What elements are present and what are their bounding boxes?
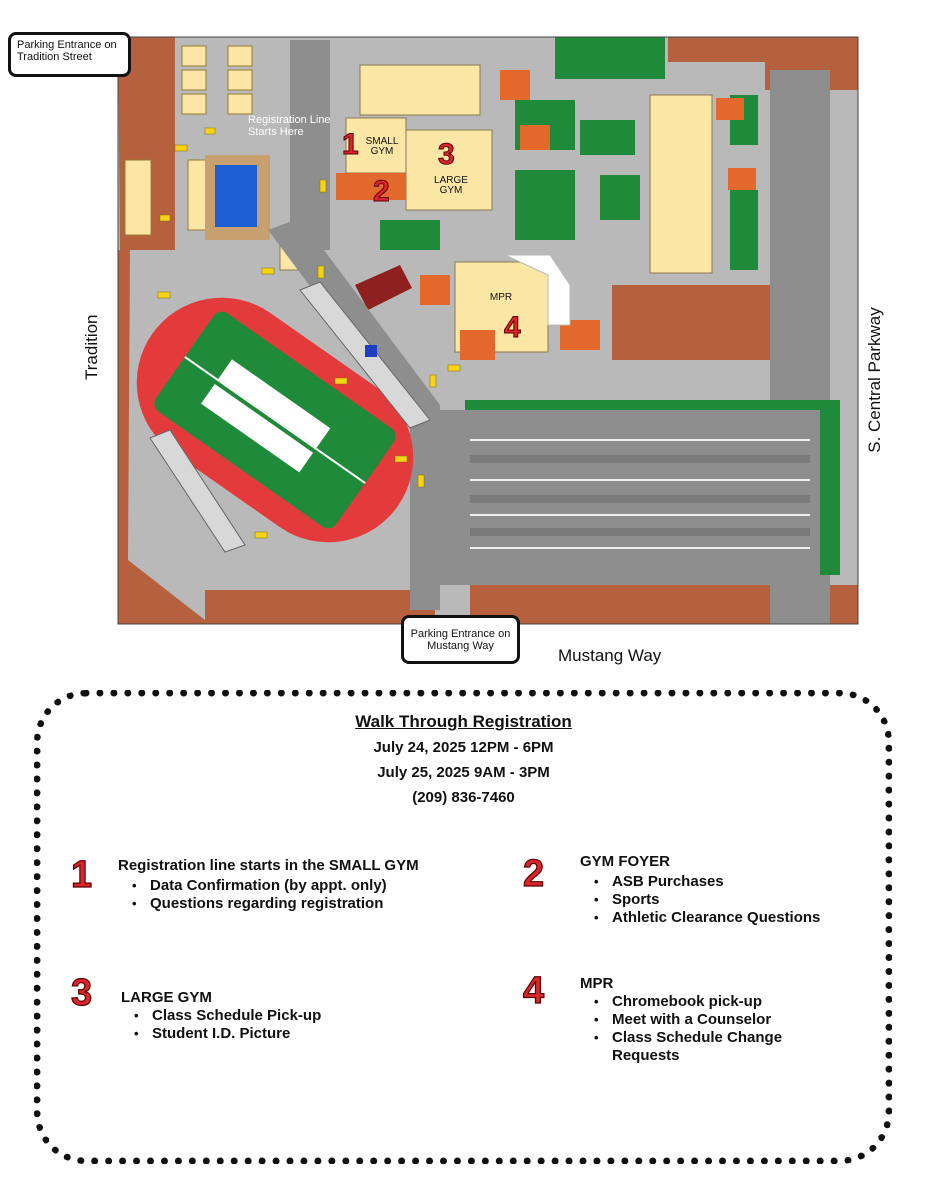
- track-and-field: [136, 297, 414, 543]
- station-4-item: Chromebook pick-up: [594, 993, 814, 1011]
- station-2-number: 2: [522, 852, 545, 895]
- station-3-title: LARGE GYM: [121, 989, 212, 1006]
- station-4-item: Meet with a Counselor: [594, 1011, 814, 1029]
- parking-lot: [440, 410, 820, 585]
- pavement-west: [290, 40, 330, 250]
- direction-arrows: [157, 127, 461, 539]
- street-label-central-parkway: S. Central Parkway: [865, 307, 884, 453]
- scoreboard: [365, 345, 377, 357]
- small-gym-label: SMALL GYM: [365, 136, 399, 157]
- map-marker-1: 1: [342, 128, 360, 162]
- station-3-list: Class Schedule Pick-up Student I.D. Pict…: [134, 1007, 321, 1043]
- registration-info-panel: [34, 690, 892, 1164]
- portables: [124, 45, 253, 236]
- station-2-title: GYM FOYER: [580, 853, 671, 870]
- courtyard: [504, 254, 571, 326]
- station-2-list: ASB Purchases Sports Athletic Clearance …: [594, 873, 820, 927]
- station-2-item: ASB Purchases: [594, 873, 820, 891]
- brown-field-south: [205, 590, 435, 624]
- map-marker-3: 3: [438, 138, 456, 172]
- street-label-tradition: Tradition: [82, 314, 101, 380]
- station-1-item: Questions regarding registration: [132, 895, 387, 913]
- station-4-title: MPR: [580, 975, 614, 992]
- covered-walkway: [355, 265, 412, 310]
- station-1-title: Registration line starts in the SMALL GY…: [118, 857, 419, 874]
- mpr-label: MPR: [489, 292, 513, 303]
- buildings: [279, 64, 713, 353]
- pool: [215, 165, 257, 227]
- info-date-2: July 25, 2025 9AM - 3PM: [377, 764, 550, 781]
- station-1-list: Data Confirmation (by appt. only) Questi…: [132, 877, 387, 913]
- station-1-item: Data Confirmation (by appt. only): [132, 877, 387, 895]
- street-label-mustang-way: Mustang Way: [558, 646, 662, 665]
- large-gym-label: LARGE GYM: [434, 175, 468, 196]
- station-4-number: 4: [522, 969, 545, 1012]
- brown-area-southwest: [118, 250, 210, 624]
- station-2-item: Athletic Clearance Questions: [594, 909, 820, 927]
- station-3-item: Class Schedule Pick-up: [134, 1007, 321, 1025]
- station-3-item: Student I.D. Picture: [134, 1025, 321, 1043]
- info-date-1: July 24, 2025 12PM - 6PM: [373, 739, 554, 756]
- green-lawns: [380, 37, 840, 575]
- campus-map: Parking Entrance on Tradition Street Par…: [8, 32, 884, 665]
- station-1-number: 1: [70, 853, 93, 896]
- registration-line-label: Registration Line Starts Here: [248, 114, 331, 138]
- info-phone: (209) 836-7460: [412, 789, 515, 806]
- station-3-number: 3: [70, 971, 93, 1014]
- campus-map-graphic: [117, 36, 859, 625]
- info-title: Walk Through Registration: [355, 712, 572, 731]
- map-marker-4: 4: [504, 311, 522, 345]
- brown-field-east: [612, 285, 782, 360]
- parking-entrance-tradition-callout: Parking Entrance on Tradition Street: [8, 32, 131, 77]
- parking-entrance-mustang-callout: Parking Entrance on Mustang Way: [401, 615, 520, 664]
- station-2-item: Sports: [594, 891, 820, 909]
- station-4-list: Chromebook pick-up Meet with a Counselor…: [594, 993, 814, 1065]
- station-4-item: Class Schedule Change Requests: [594, 1029, 814, 1065]
- map-marker-2: 2: [373, 175, 391, 209]
